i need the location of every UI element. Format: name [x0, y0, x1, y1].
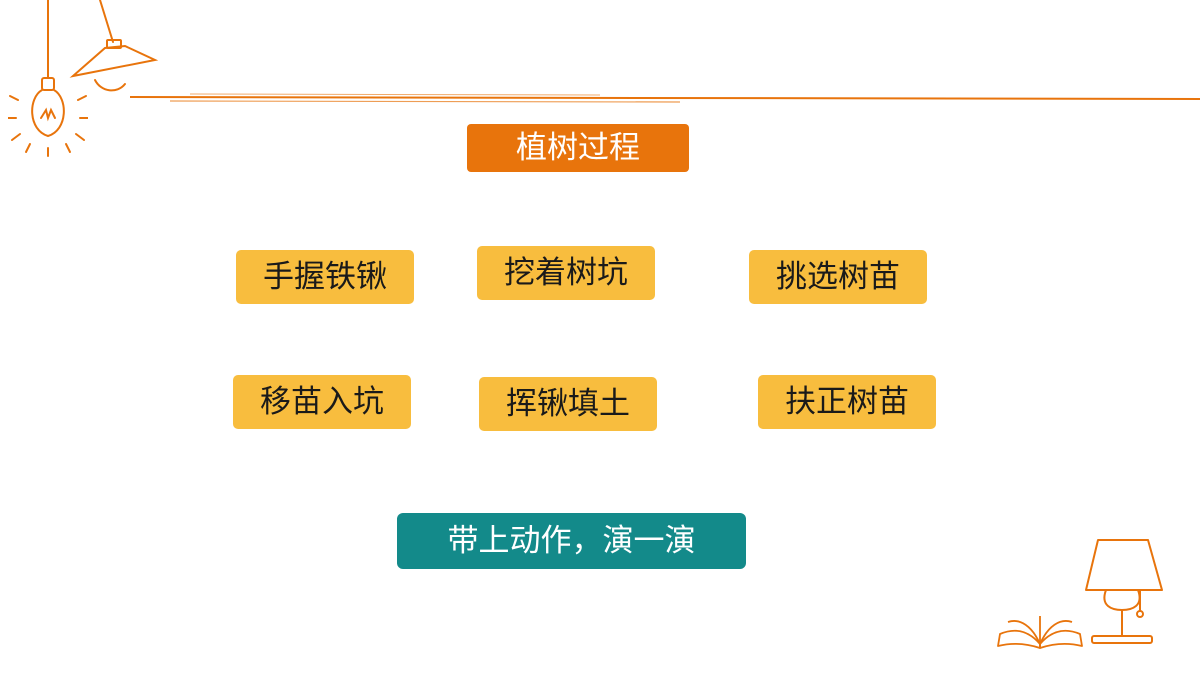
step-4: 移苗入坑 — [233, 375, 411, 429]
step-2: 挖着树坑 — [477, 246, 655, 300]
header-divider-line — [129, 93, 1200, 103]
act-it-out-button[interactable]: 带上动作，演一演 — [397, 513, 746, 569]
open-book-icon — [997, 616, 1083, 649]
hanging-lamp-icon — [69, 0, 159, 92]
page-title: 植树过程 — [467, 124, 689, 172]
step-1: 手握铁锹 — [236, 250, 414, 304]
step-3: 挑选树苗 — [749, 250, 927, 304]
step-6: 扶正树苗 — [758, 375, 936, 429]
light-bulb-icon — [8, 0, 88, 157]
table-lamp-icon — [1085, 539, 1163, 644]
step-5: 挥锹填土 — [479, 377, 657, 431]
